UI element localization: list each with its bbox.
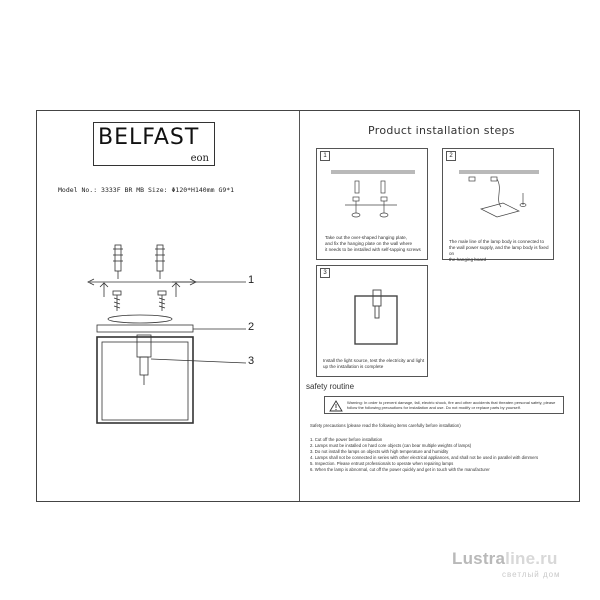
watermark: Lustraline.ru <box>452 549 558 569</box>
precautions-list: 1. Cut off the power before installation… <box>310 437 538 473</box>
callout-2: 2 <box>248 321 255 333</box>
warning-box: Warning: In order to prevent damage, fal… <box>324 396 564 414</box>
brand-sub: eon <box>190 153 209 164</box>
step-1-illustration <box>331 170 415 218</box>
precaution-item: 2. Lamps must be installed on hard core … <box>310 443 472 448</box>
callout-3: 3 <box>248 355 255 367</box>
step-2-number: 2 <box>446 151 456 161</box>
warning-icon <box>329 400 343 412</box>
precaution-item: 1. Cut off the power before installation <box>310 437 383 442</box>
exploded-diagram <box>87 244 247 424</box>
precautions-heading: Safety precautions (please read the foll… <box>310 423 461 428</box>
model-info: Model No.: 3333F BR MB Size: Φ120*H140mm… <box>58 186 235 194</box>
screw-left <box>112 290 122 311</box>
callout-1: 1 <box>248 274 255 286</box>
step-1-number: 1 <box>320 151 330 161</box>
wall-anchor-right <box>155 244 165 279</box>
precaution-item: 5. Inspection. Please entrust profession… <box>310 461 454 466</box>
instruction-sheet <box>36 110 580 502</box>
step-1-panel: 1 Take out the over-shaped hanging plate… <box>316 148 428 260</box>
safety-title: safety routine <box>306 382 355 391</box>
brand-logo: BELFAST eon <box>93 122 215 166</box>
precaution-item: 4. Lamps shall not be connected in serie… <box>310 455 539 460</box>
step-3-text: Install the light source, test the elect… <box>323 358 425 369</box>
step-2-illustration <box>459 170 539 218</box>
warning-text: Warning: In order to prevent damage, fal… <box>347 400 556 411</box>
precaution-item: 6. When the lamp is abnormal, cut off th… <box>310 467 490 472</box>
hanging-plate <box>107 314 173 324</box>
brand-name: BELFAST <box>98 125 200 150</box>
step-3-illustration <box>354 289 398 345</box>
watermark-main: Lustra <box>452 549 506 568</box>
precaution-item: 3. Do not install the lamps on objects w… <box>310 449 449 454</box>
watermark-tail: line.ru <box>505 549 558 568</box>
page-divider <box>299 111 300 501</box>
step-2-panel: 2 The male line of the lamp body is conn… <box>442 148 554 262</box>
lamp-socket <box>136 334 152 358</box>
installation-title: Product installation steps <box>368 124 515 137</box>
step-3-panel: 3 Install the light source, test the ele… <box>316 265 428 377</box>
watermark-sub: светлый дом <box>502 570 561 579</box>
step-3-number: 3 <box>320 268 330 278</box>
lamp-shade <box>96 336 194 424</box>
canopy <box>96 324 194 333</box>
screw-right <box>157 290 167 311</box>
step-1-text: Take out the over-shaped hanging plate, … <box>325 235 421 252</box>
wall-anchor-left <box>113 244 123 279</box>
step-2-text: The male line of the lamp body is connec… <box>449 239 549 262</box>
